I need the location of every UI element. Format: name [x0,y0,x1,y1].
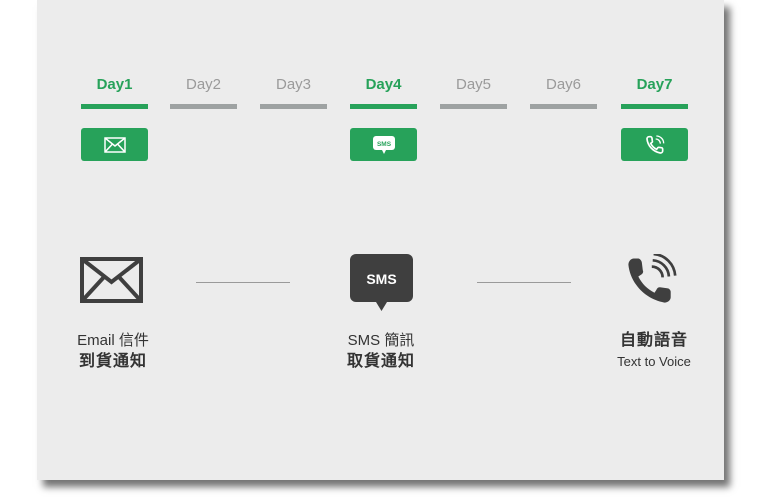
day1-label: Day1 [96,76,133,93]
day7-phone-tile [621,128,688,161]
voice-label-line1: 自動語音 [619,332,688,349]
phone-ringing-icon [645,134,664,154]
day5-label: Day5 [455,76,492,93]
day7-label: Day7 [636,76,673,93]
sms-channel-label: SMS 簡訊 取貨通知 [322,330,440,372]
day4-label: Day4 [365,76,402,93]
sms-bubble-icon: SMS [350,254,413,311]
email-label-line1: Email 信件 [77,332,149,349]
day1-email-tile [81,128,148,161]
voice-label-line2: Text to Voice [617,354,691,369]
envelope-icon [103,136,126,153]
day7-bar [621,104,688,109]
channel-timeline-card: Day1 Day2 Day3 Day4 Day5 Day6 Day7 SMS [37,0,724,480]
connector-line-2 [477,282,571,283]
svg-text:SMS: SMS [376,141,391,148]
day6-label: Day6 [545,76,582,93]
svg-text:SMS: SMS [366,271,396,287]
day2-bar [170,104,237,109]
voice-channel-icon [623,252,677,313]
sms-label-line2: 取貨通知 [346,353,415,370]
day1-bar [81,104,148,109]
day6-bar [530,104,597,109]
sms-channel-icon: SMS [350,254,413,317]
day5-bar [440,104,507,109]
email-channel-icon [80,257,143,308]
email-label-line2: 到貨通知 [78,353,147,370]
day4-bar [350,104,417,109]
sms-bubble-icon: SMS [372,135,395,154]
day4-sms-tile: SMS [350,128,417,161]
voice-channel-label: 自動語音 Text to Voice [592,330,716,372]
day2-label: Day2 [185,76,222,93]
sms-label-line1: SMS 簡訊 [347,332,415,349]
connector-line-1 [196,282,290,283]
day3-bar [260,104,327,109]
phone-ringing-icon [628,252,677,303]
envelope-icon [80,257,143,303]
email-channel-label: Email 信件 到貨通知 [54,330,172,372]
day3-label: Day3 [275,76,312,93]
